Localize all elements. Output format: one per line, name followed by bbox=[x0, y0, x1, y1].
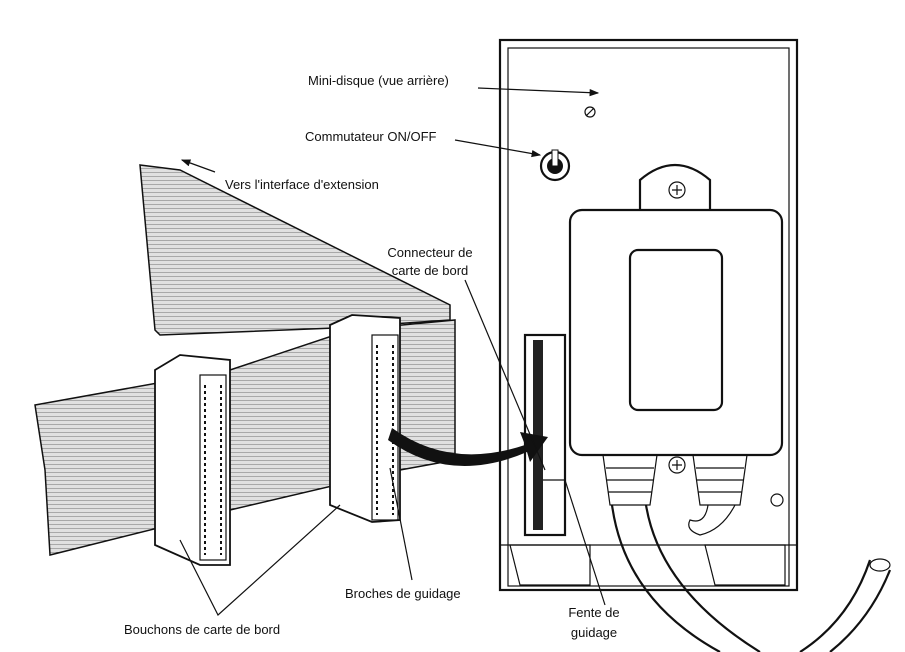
screw-icon bbox=[584, 106, 596, 118]
label-guide-pins: Broches de guidage bbox=[345, 586, 461, 601]
label-to-interface: Vers l'interface d'extension bbox=[225, 177, 379, 192]
label-guide-slot-line2: guidage bbox=[571, 625, 617, 640]
label-edge-connector-line1: Connecteur de bbox=[387, 245, 472, 260]
insert-arrow-icon bbox=[388, 428, 548, 466]
label-switch: Commutateur ON/OFF bbox=[305, 129, 437, 144]
edge-plug-right bbox=[329, 314, 401, 523]
power-supply-box bbox=[568, 163, 892, 652]
edge-plug-left bbox=[154, 354, 231, 566]
label-mini-disk: Mini-disque (vue arrière) bbox=[308, 73, 449, 88]
label-edge-plugs: Bouchons de carte de bord bbox=[124, 622, 280, 637]
toggle-switch-icon[interactable] bbox=[539, 149, 571, 182]
label-edge-connector-line2: carte de bord bbox=[392, 263, 469, 278]
leader-lines bbox=[179, 87, 606, 616]
mini-disk-drive bbox=[498, 38, 892, 652]
label-guide-slot-line1: Fente de bbox=[568, 605, 619, 620]
